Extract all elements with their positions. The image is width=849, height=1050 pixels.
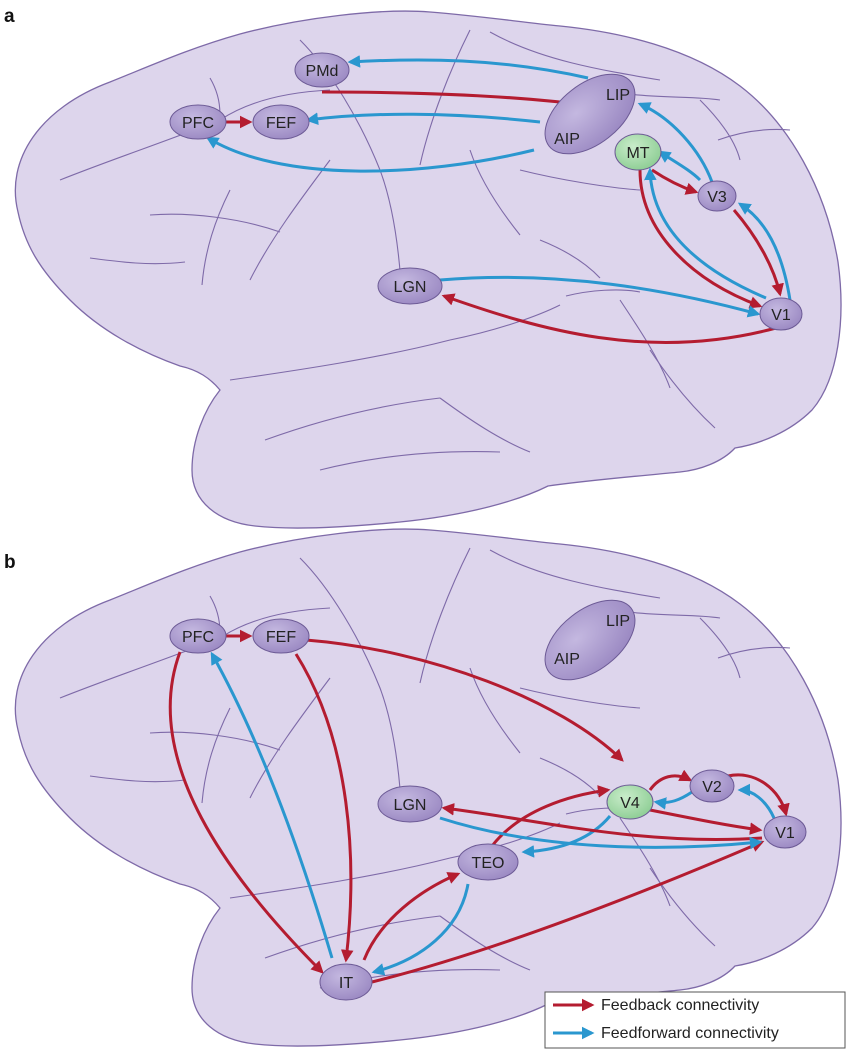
area-b-aip-label: AIP <box>554 651 580 668</box>
area-b-lgn: LGN <box>377 785 443 823</box>
area-mt: MT <box>614 133 662 171</box>
area-b-pfc-label: PFC <box>182 629 214 646</box>
area-b-fef: FEF <box>252 618 310 654</box>
arrow-b-v2-to-v1 <box>727 773 790 817</box>
area-mt-label: MT <box>626 145 649 162</box>
legend-item-feedback: Feedback connectivity <box>553 997 759 1014</box>
area-aip-label: AIP <box>554 131 580 148</box>
arrow-b-pfc-to-it <box>168 651 324 974</box>
arrow-b-fef-to-v4 <box>305 638 624 762</box>
area-v3: V3 <box>697 180 737 212</box>
area-b-v2: V2 <box>689 769 735 803</box>
area-lip-label: LIP <box>606 87 630 104</box>
arrow-v1-to-mt <box>644 167 767 300</box>
legend-box <box>544 991 846 1049</box>
area-lgn-label: LGN <box>394 279 427 296</box>
arrow-b-v1-to-lgn <box>441 803 763 841</box>
arrow-v3-to-mt <box>657 150 702 182</box>
area-b-fef-label: FEF <box>266 629 296 646</box>
area-b-v4: V4 <box>606 784 654 820</box>
legend-feedback-label: Feedback connectivity <box>601 997 759 1014</box>
arrow-v1-to-v3 <box>737 202 792 301</box>
panel-b: b PFC FEF LIP <box>4 528 842 1047</box>
area-lip-aip: LIP AIP <box>544 73 636 155</box>
arrow-v3-to-lip <box>637 102 714 183</box>
area-lgn: LGN <box>377 267 443 305</box>
area-b-it-label: IT <box>339 975 353 992</box>
area-b-v2-label: V2 <box>702 779 722 796</box>
arrow-b-it-to-pfc <box>210 651 334 959</box>
arrow-b-lgn-to-v1 <box>439 816 763 850</box>
area-v1: V1 <box>759 297 803 331</box>
arrow-b-it-to-teo <box>362 872 461 961</box>
area-b-lip-aip: LIP AIP <box>544 599 636 681</box>
arrow-v1-to-lgn <box>441 293 777 344</box>
legend-feedforward-label: Feedforward connectivity <box>601 1025 779 1042</box>
area-pfc-label: PFC <box>182 115 214 132</box>
area-b-pfc: PFC <box>169 618 227 654</box>
legend-item-feedforward: Feedforward connectivity <box>553 1025 779 1042</box>
arrow-b-v1-to-v2 <box>737 783 776 819</box>
arrow-lip-to-pmd <box>347 55 589 80</box>
panel-a: a PMd PFC FEF LIP <box>4 6 842 529</box>
arrow-b-v4-to-v2 <box>648 769 693 791</box>
arrow-b-fef-to-it <box>294 653 354 963</box>
area-b-it: IT <box>319 963 373 1001</box>
area-fef: FEF <box>252 104 310 140</box>
arrow-b-teo-to-it <box>371 883 470 976</box>
legend: Feedback connectivity Feedforward connec… <box>544 991 846 1049</box>
area-pfc: PFC <box>169 104 227 140</box>
arrow-b-it-to-v1 <box>371 840 765 984</box>
area-v1-label: V1 <box>771 307 791 324</box>
area-b-lgn-label: LGN <box>394 797 427 814</box>
area-b-v4-label: V4 <box>620 795 640 812</box>
area-b-lip-label: LIP <box>606 613 630 630</box>
area-b-teo: TEO <box>457 843 519 881</box>
brain-a <box>14 10 842 529</box>
arrow-b-v2-to-v4 <box>653 790 693 810</box>
arrow-v3-to-v1 <box>732 209 784 297</box>
area-fef-label: FEF <box>266 115 296 132</box>
area-b-v1-label: V1 <box>775 825 795 842</box>
area-pmd-label: PMd <box>306 63 339 80</box>
area-v3-label: V3 <box>707 189 727 206</box>
panel-letter-b: b <box>4 552 16 573</box>
area-b-v1: V1 <box>763 815 807 849</box>
panel-letter-a: a <box>4 6 15 27</box>
arrow-aip-to-pfc <box>205 136 535 173</box>
arrow-aip-to-fef <box>305 112 541 125</box>
arrow-b-v4-to-v1 <box>649 808 763 835</box>
area-b-teo-label: TEO <box>472 855 505 872</box>
arrow-lgn-to-v1 <box>439 275 761 318</box>
arrow-mt-to-v1 <box>638 169 763 309</box>
area-pmd: PMd <box>294 52 350 88</box>
